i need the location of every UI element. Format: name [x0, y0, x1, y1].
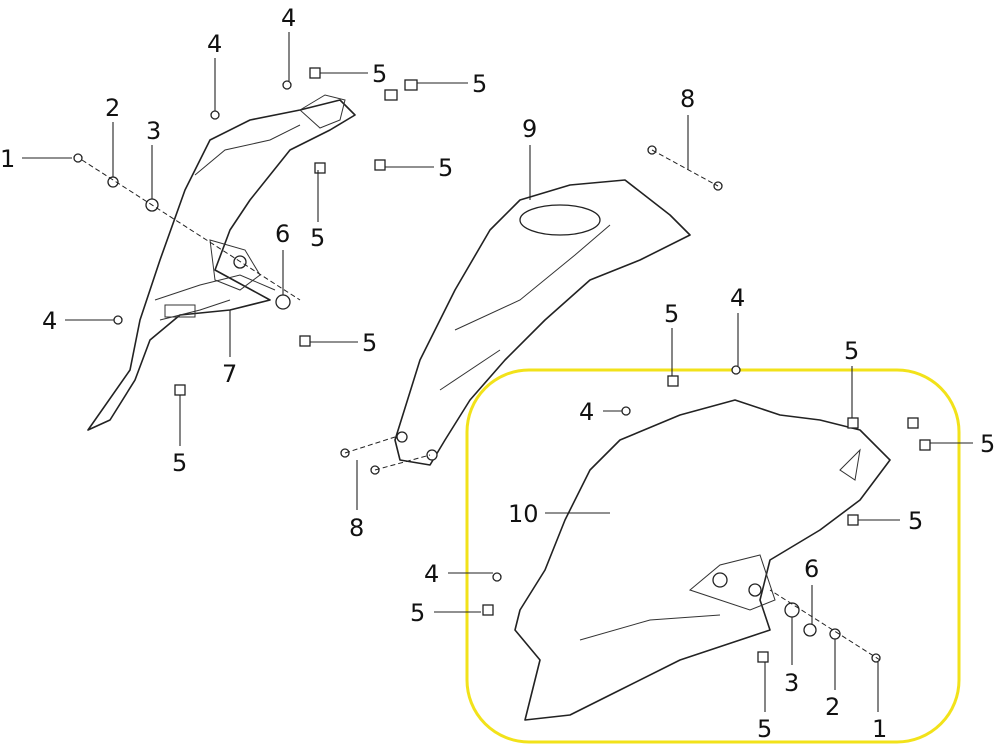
callout: 9 — [522, 115, 537, 143]
callout: 3 — [784, 669, 799, 697]
hardware — [73, 67, 931, 663]
callout: 5 — [172, 449, 187, 477]
callout: 5 — [410, 599, 425, 627]
callouts-middle: 9 8 8 — [349, 85, 695, 542]
callout: 1 — [0, 145, 15, 173]
right-side-cover-part-10 — [514, 399, 891, 721]
callout: 5 — [472, 70, 487, 98]
callout: 2 — [825, 693, 840, 721]
callouts-right: 5 4 5 4 5 10 5 6 4 5 3 2 1 5 — [410, 284, 995, 743]
tank-cover-part-9 — [394, 179, 691, 466]
callout: 5 — [757, 715, 772, 743]
callout: 1 — [872, 715, 887, 743]
callout: 2 — [105, 94, 120, 122]
callout: 4 — [579, 398, 594, 426]
callout: 5 — [310, 224, 325, 252]
callout: 4 — [281, 4, 296, 32]
callout: 8 — [349, 514, 364, 542]
leader-lines — [22, 32, 973, 712]
callout: 5 — [980, 430, 995, 458]
highlight-frame — [465, 368, 961, 744]
callout: 5 — [372, 60, 387, 88]
callout: 5 — [908, 507, 923, 535]
callout: 4 — [730, 284, 745, 312]
callouts-left: 1 2 3 4 4 5 5 5 5 6 4 7 5 5 — [0, 4, 487, 477]
callout: 4 — [207, 30, 222, 58]
callout: 3 — [146, 117, 161, 145]
callout: 5 — [362, 329, 377, 357]
callout: 5 — [664, 300, 679, 328]
callout: 4 — [424, 560, 439, 588]
callout: 6 — [275, 220, 290, 248]
callout: 6 — [804, 555, 819, 583]
callout: 8 — [680, 85, 695, 113]
callout: 10 — [508, 500, 539, 528]
callout: 5 — [438, 154, 453, 182]
callout: 7 — [222, 360, 237, 388]
callout: 5 — [844, 337, 859, 365]
callout: 4 — [42, 307, 57, 335]
